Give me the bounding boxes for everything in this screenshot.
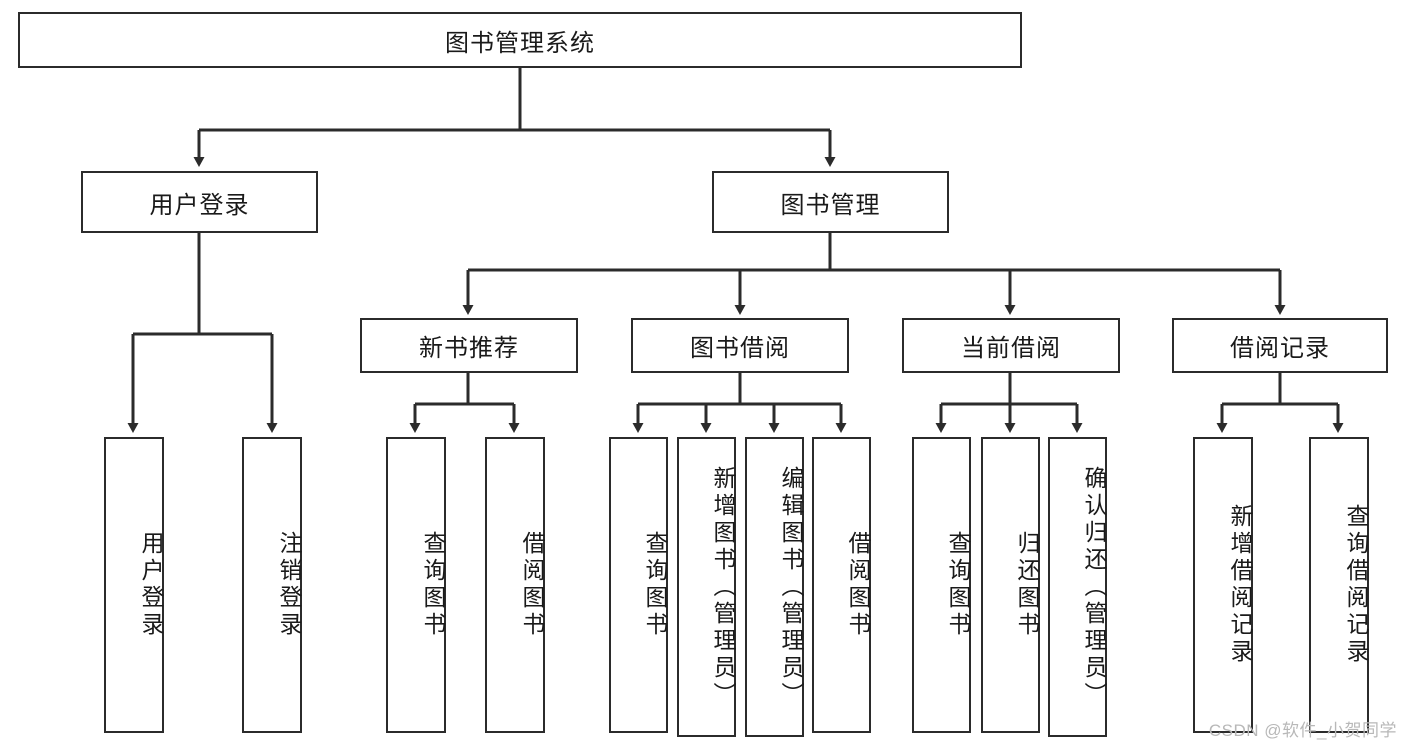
csdn-watermark: CSDN @软件_小贺同学 [1208, 721, 1397, 740]
node-leaf-query-book-2[interactable]: 查询图书 [609, 437, 668, 733]
node-leaf-query-book-2-label: 查询图书 [642, 531, 668, 639]
node-current-borrow[interactable]: 当前借阅 [902, 318, 1120, 373]
node-book-management-label: 图书管理 [780, 191, 881, 219]
node-leaf-add-record[interactable]: 新增借阅记录 [1193, 437, 1253, 733]
node-user-login-label: 用户登录 [149, 191, 250, 219]
node-leaf-edit-book-label: 编辑图书（管理员） [778, 465, 804, 709]
node-root[interactable]: 图书管理系统 [18, 12, 1022, 68]
node-root-label: 图书管理系统 [445, 29, 595, 57]
node-leaf-add-book[interactable]: 新增图书（管理员） [677, 437, 736, 737]
node-leaf-logout-login-label: 注销登录 [276, 531, 302, 639]
node-leaf-borrow-book-2[interactable]: 借阅图书 [812, 437, 871, 733]
node-leaf-add-record-label: 新增借阅记录 [1227, 504, 1253, 666]
node-leaf-query-book-3[interactable]: 查询图书 [912, 437, 971, 733]
node-leaf-query-book-3-label: 查询图书 [945, 531, 971, 639]
node-new-book-recommend[interactable]: 新书推荐 [360, 318, 578, 373]
node-leaf-return-book[interactable]: 归还图书 [981, 437, 1040, 733]
node-borrow-record-label: 借阅记录 [1230, 335, 1330, 362]
node-leaf-return-book-label: 归还图书 [1014, 531, 1040, 639]
node-leaf-query-book-1-label: 查询图书 [420, 531, 446, 639]
node-new-book-recommend-label: 新书推荐 [419, 335, 519, 362]
node-leaf-query-record-label: 查询借阅记录 [1343, 504, 1369, 666]
node-leaf-add-book-label: 新增图书（管理员） [710, 465, 736, 709]
node-borrow-record[interactable]: 借阅记录 [1172, 318, 1388, 373]
node-leaf-borrow-book-2-label: 借阅图书 [845, 531, 871, 639]
node-leaf-logout-login[interactable]: 注销登录 [242, 437, 302, 733]
node-book-borrow[interactable]: 图书借阅 [631, 318, 849, 373]
node-book-borrow-label: 图书借阅 [690, 335, 790, 362]
node-leaf-borrow-book-1[interactable]: 借阅图书 [485, 437, 545, 733]
node-leaf-confirm-return-label: 确认归还（管理员） [1081, 465, 1107, 709]
node-current-borrow-label: 当前借阅 [961, 335, 1061, 362]
node-leaf-user-login[interactable]: 用户登录 [104, 437, 164, 733]
node-leaf-edit-book[interactable]: 编辑图书（管理员） [745, 437, 804, 737]
node-leaf-query-record[interactable]: 查询借阅记录 [1309, 437, 1369, 733]
node-user-login[interactable]: 用户登录 [81, 171, 318, 233]
node-leaf-user-login-label: 用户登录 [138, 531, 164, 639]
node-leaf-borrow-book-1-label: 借阅图书 [519, 531, 545, 639]
node-book-management[interactable]: 图书管理 [712, 171, 949, 233]
node-leaf-query-book-1[interactable]: 查询图书 [386, 437, 446, 733]
node-leaf-confirm-return[interactable]: 确认归还（管理员） [1048, 437, 1107, 737]
